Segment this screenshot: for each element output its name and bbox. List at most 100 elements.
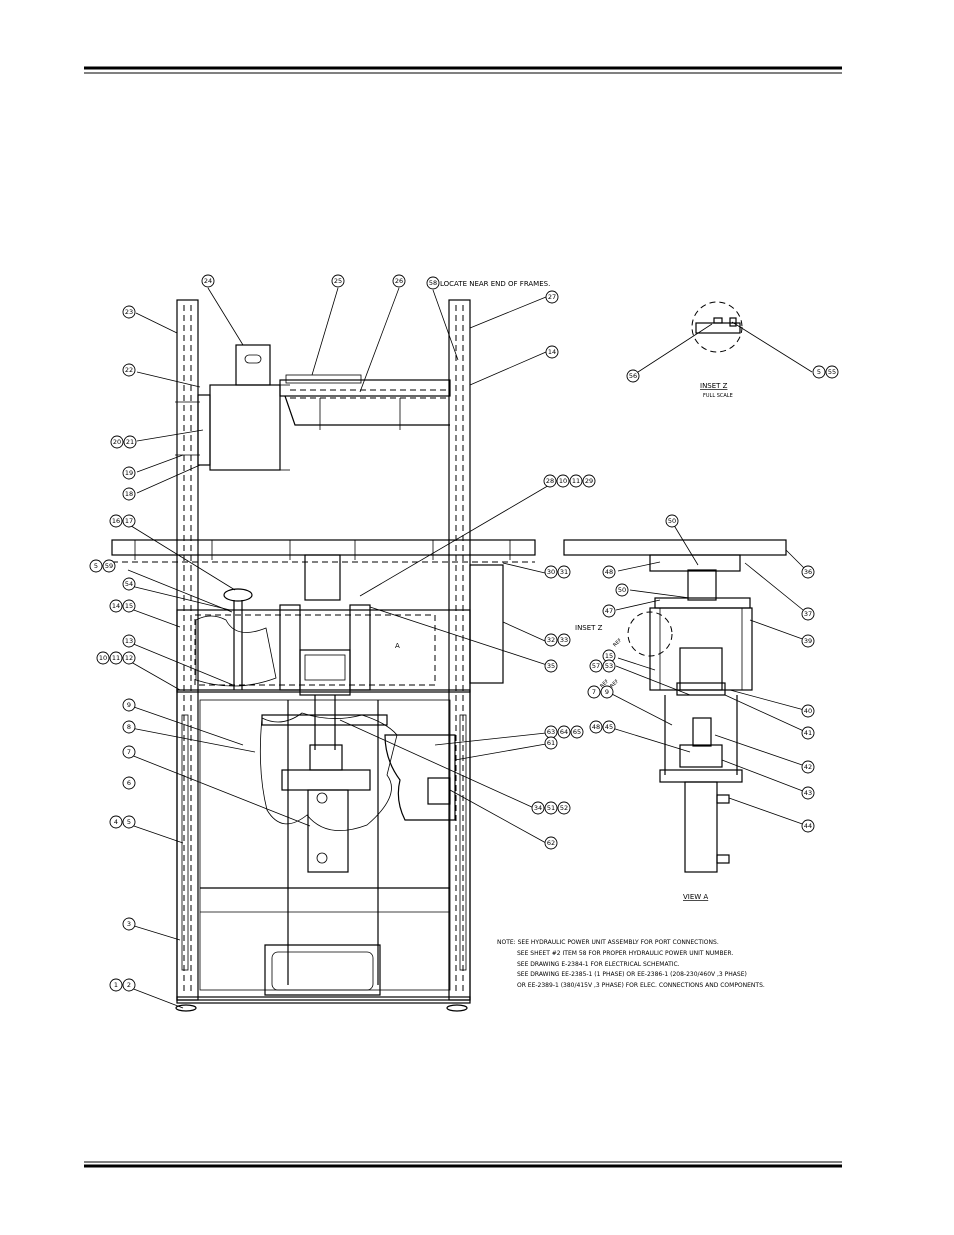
svg-text:44: 44: [804, 822, 812, 830]
balloon: 35: [544, 659, 558, 673]
balloon: 34: [531, 801, 545, 815]
balloon: 24: [201, 274, 215, 288]
svg-text:22: 22: [125, 366, 133, 374]
balloon: 8: [122, 720, 136, 734]
balloon: 12: [122, 651, 136, 665]
svg-text:11: 11: [572, 477, 580, 485]
section-a-label: A: [395, 642, 400, 650]
item-balloons: 24 25 26 58 27 23 14 22 20 21 19 18 28 1…: [89, 274, 839, 992]
balloon: 33: [557, 633, 571, 647]
balloon: 43: [801, 786, 815, 800]
svg-text:14: 14: [112, 602, 120, 610]
svg-text:1: 1: [114, 981, 118, 989]
note-line-1: NOTE: SEE HYDRAULIC POWER UNIT ASSEMBLY …: [497, 939, 719, 946]
svg-text:15: 15: [605, 652, 613, 660]
pump-body: [307, 789, 349, 873]
svg-text:5: 5: [127, 818, 131, 826]
svg-text:24: 24: [204, 277, 212, 285]
svg-text:42: 42: [804, 763, 812, 771]
balloon: 52: [557, 801, 571, 815]
svg-text:19: 19: [125, 469, 133, 477]
svg-text:10: 10: [99, 654, 107, 662]
svg-text:63: 63: [547, 728, 555, 736]
svg-text:29: 29: [585, 477, 593, 485]
notes-block: NOTE: SEE HYDRAULIC POWER UNIT ASSEMBLY …: [497, 939, 765, 989]
balloon: 14: [109, 599, 123, 613]
inset-z-scale: FULL SCALE: [703, 393, 733, 399]
balloon: 50: [665, 514, 679, 528]
balloon: 5: [812, 365, 826, 379]
balloon: 64: [557, 725, 571, 739]
svg-text:37: 37: [804, 610, 812, 618]
balloon: 20: [110, 435, 124, 449]
svg-text:21: 21: [126, 438, 134, 446]
balloon: 44: [801, 819, 815, 833]
balloon: 37: [801, 607, 815, 621]
svg-text:48: 48: [605, 568, 613, 576]
leader-lines-view-a: [607, 521, 809, 827]
balloon: 32: [544, 633, 558, 647]
side-box: [469, 564, 504, 684]
svg-text:14: 14: [548, 348, 556, 356]
balloon: 61: [544, 736, 558, 750]
svg-text:20: 20: [113, 438, 121, 446]
balloon: 31: [557, 565, 571, 579]
cylinder-head: [299, 649, 351, 696]
balloon: 25: [331, 274, 345, 288]
balloon: 53: [602, 659, 616, 673]
svg-text:36: 36: [804, 568, 812, 576]
view-a-cylinder: [649, 607, 753, 691]
balloon: 27: [545, 290, 559, 304]
svg-text:27: 27: [548, 293, 556, 301]
balloon: 40: [801, 704, 815, 718]
balloon: 16: [109, 514, 123, 528]
lower-frame: [176, 689, 471, 1001]
balloon: 51: [544, 801, 558, 815]
svg-text:56: 56: [629, 372, 637, 380]
locate-near-end-note: LOCATE NEAR END OF FRAMES.: [440, 280, 550, 288]
balloon: 23: [122, 305, 136, 319]
svg-text:55: 55: [828, 368, 836, 376]
view-a-title: VIEW A: [683, 893, 708, 901]
balloon: 29: [582, 474, 596, 488]
svg-text:15: 15: [125, 602, 133, 610]
balloon: 17: [122, 514, 136, 528]
svg-text:52: 52: [560, 804, 568, 812]
balloon: 19: [122, 466, 136, 480]
balloon: 56: [626, 369, 640, 383]
balloon: 10: [96, 651, 110, 665]
balloon: 3: [122, 917, 136, 931]
svg-text:61: 61: [547, 739, 555, 747]
svg-text:34: 34: [534, 804, 542, 812]
svg-text:3: 3: [127, 920, 131, 928]
svg-text:40: 40: [804, 707, 812, 715]
inset-z-title: INSET Z: [700, 382, 728, 390]
svg-text:4: 4: [114, 818, 118, 826]
balloon: 7: [122, 745, 136, 759]
balloon: 7: [587, 685, 601, 699]
balloon: 5: [89, 559, 103, 573]
view-a: [563, 539, 787, 873]
svg-text:13: 13: [125, 637, 133, 645]
svg-text:65: 65: [573, 728, 581, 736]
svg-text:48: 48: [592, 723, 600, 731]
svg-text:23: 23: [125, 308, 133, 316]
svg-text:5: 5: [817, 368, 821, 376]
leader-lines-main: [127, 287, 552, 1009]
balloon: 1: [109, 978, 123, 992]
svg-text:39: 39: [804, 637, 812, 645]
svg-text:9: 9: [605, 688, 609, 696]
svg-text:6: 6: [127, 779, 131, 787]
svg-text:50: 50: [618, 586, 626, 594]
balloon: 30: [544, 565, 558, 579]
svg-text:2: 2: [127, 981, 131, 989]
balloon: 15: [122, 599, 136, 613]
balloon: 11: [109, 651, 123, 665]
balloon: 62: [544, 836, 558, 850]
balloon: 42: [801, 760, 815, 774]
svg-text:7: 7: [127, 748, 131, 756]
footer-rule: [84, 1161, 842, 1168]
svg-text:43: 43: [804, 789, 812, 797]
view-a-pump: [684, 781, 718, 873]
note-line-4: SEE DRAWING EE-2385-1 (1 PHASE) OR EE-23…: [517, 971, 747, 978]
